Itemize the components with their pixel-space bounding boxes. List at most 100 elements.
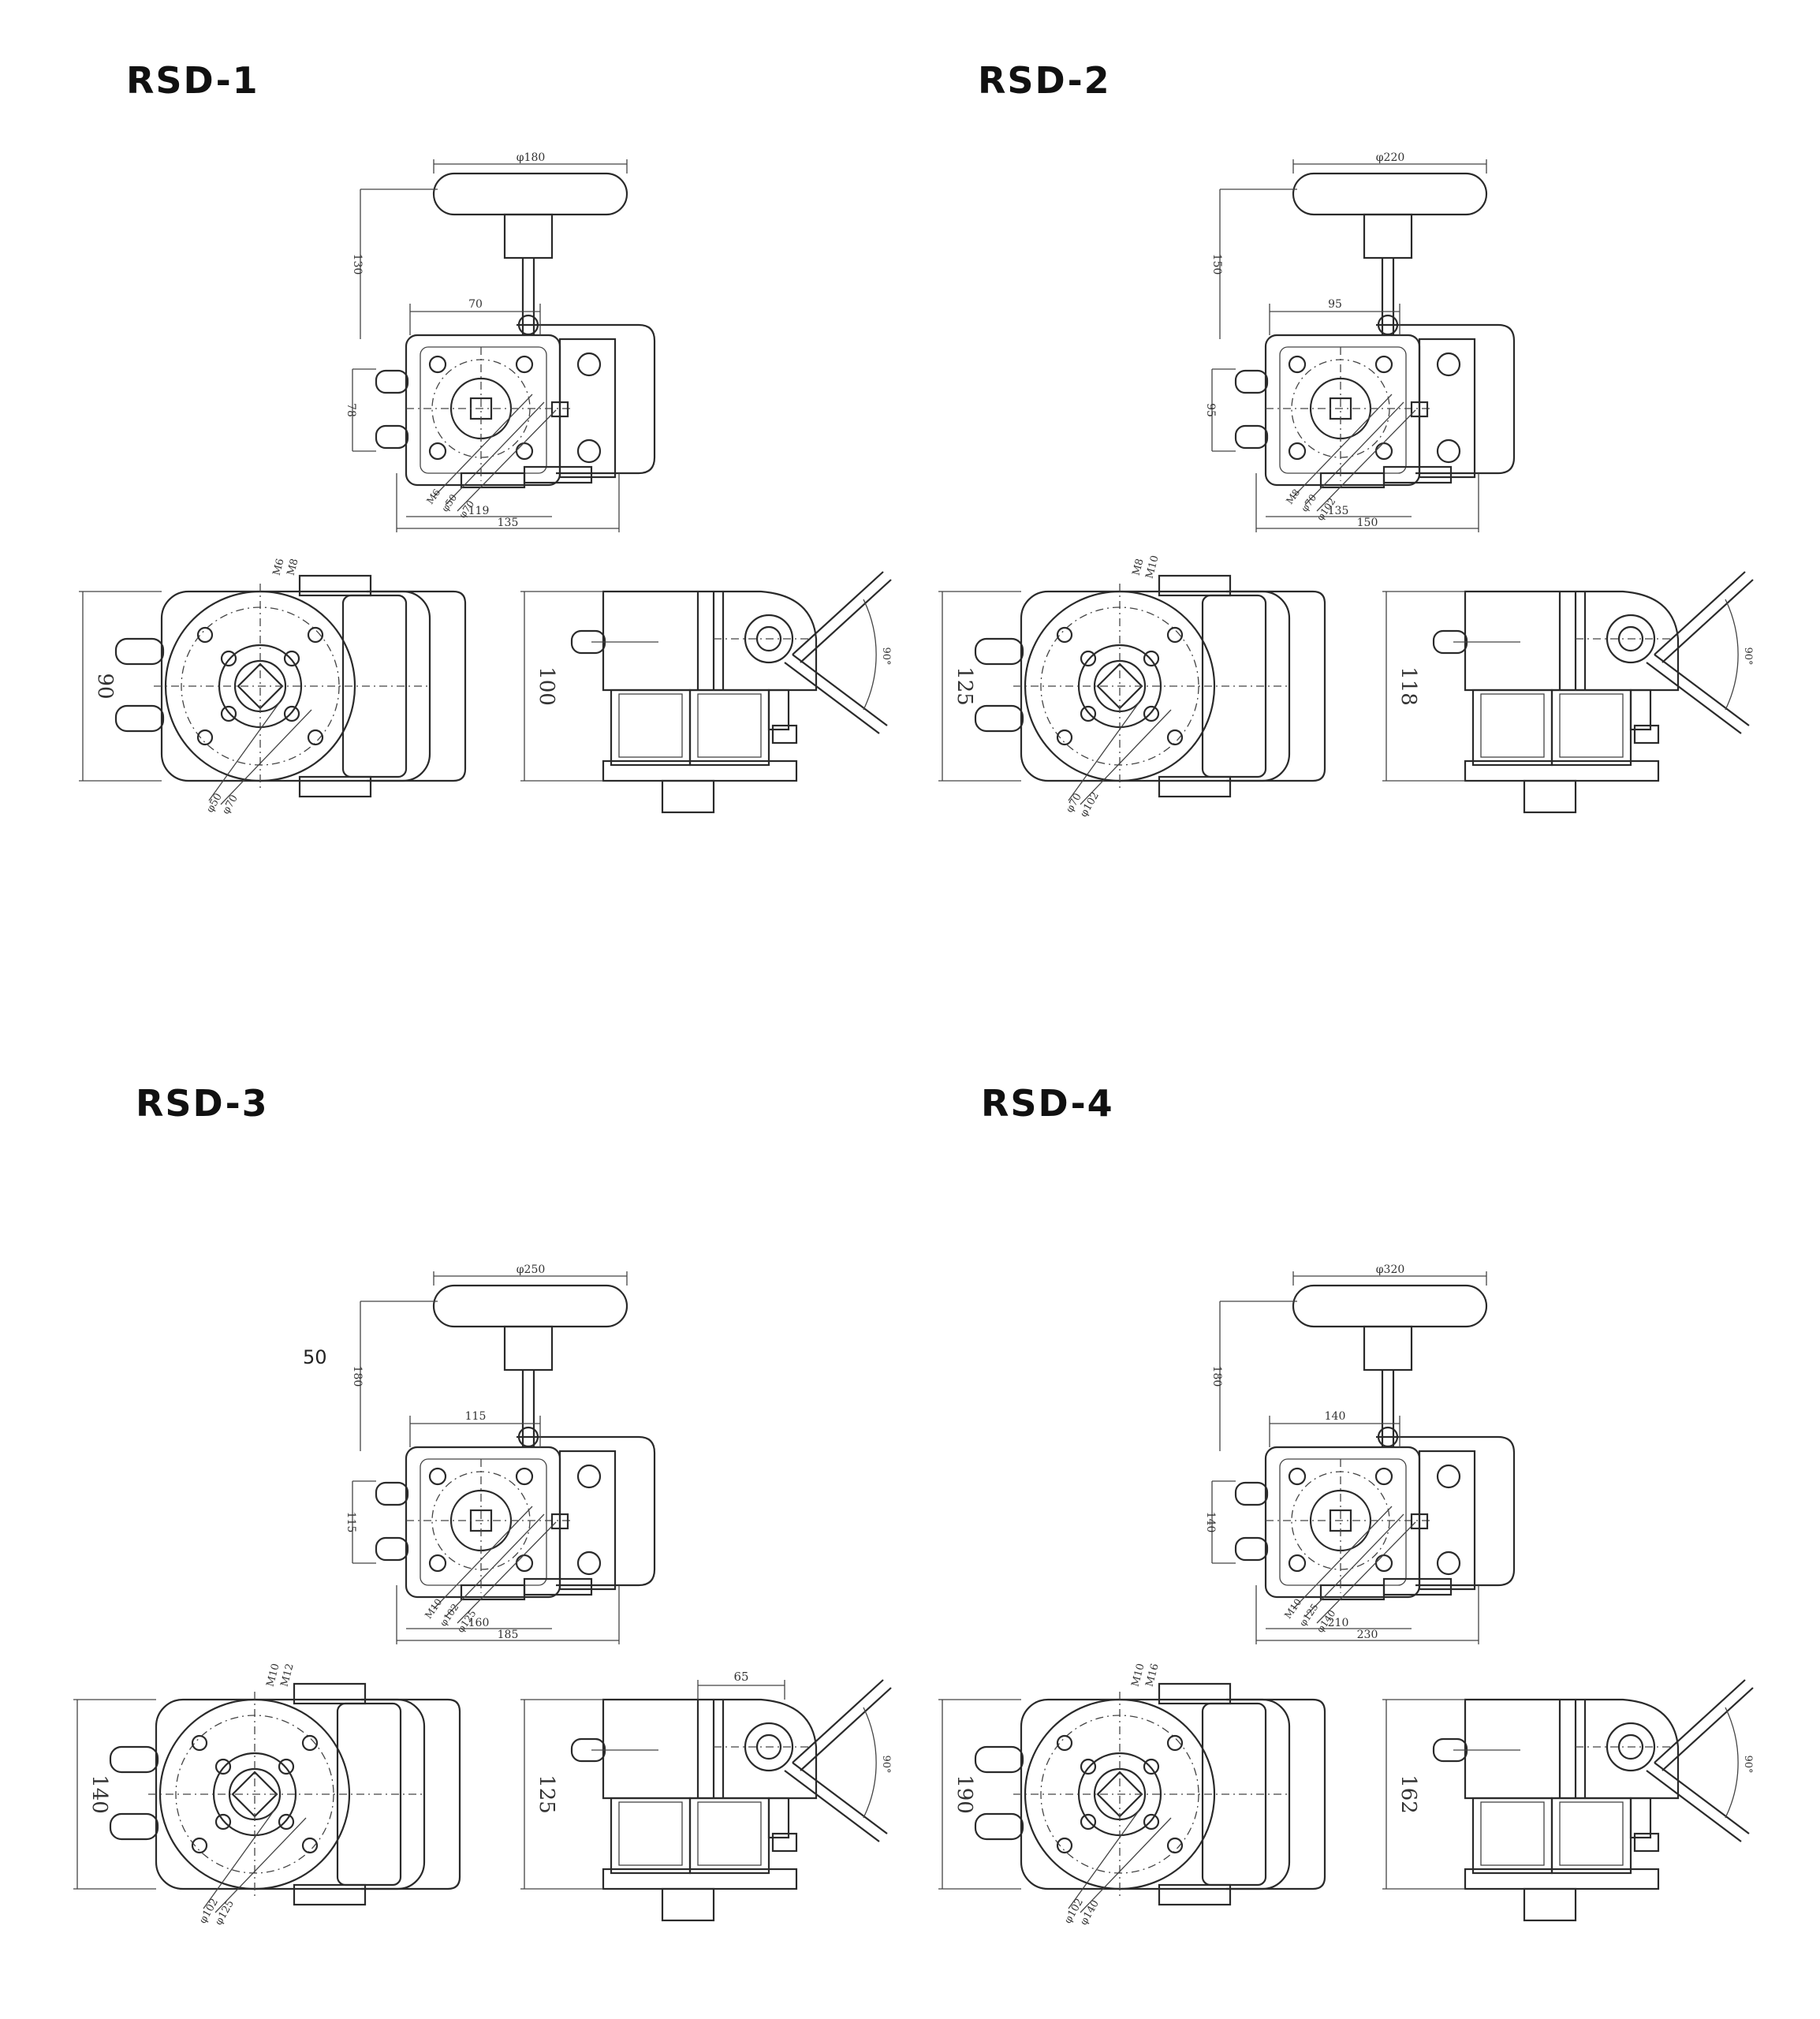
side-base — [1464, 759, 1660, 782]
label-front-height: 190 — [953, 1775, 976, 1814]
side-knob — [771, 1832, 798, 1853]
sensor-upper — [1234, 1481, 1269, 1506]
side-knob — [771, 724, 798, 745]
front-bolt-6 — [214, 1813, 232, 1831]
handwheel — [432, 1284, 628, 1328]
label-side-angle: 90° — [1742, 1755, 1754, 1773]
side-motor-right — [688, 689, 770, 767]
front-bolt-6 — [1080, 705, 1097, 722]
side-angle-arc — [1725, 1707, 1739, 1819]
side-motor-right — [1550, 689, 1632, 767]
label-front-m2: M16 — [1144, 1663, 1162, 1689]
bolt-hex-bottom — [1436, 439, 1461, 464]
label-side-angle: 90° — [880, 647, 892, 665]
label-side: 115 — [345, 1512, 357, 1533]
label-m2: φ50 — [439, 492, 459, 513]
side-motor-left — [1471, 1797, 1553, 1875]
label-m2: φ70 — [1299, 492, 1318, 513]
front-grip-top — [1158, 574, 1232, 597]
handle-bar — [540, 323, 656, 475]
front-bolt-5 — [1143, 1758, 1160, 1775]
bolt-hex-bottom — [1436, 1551, 1461, 1576]
front-bolt-4 — [1080, 1758, 1097, 1775]
front-bolt-3 — [307, 729, 324, 746]
sensor-upper — [1234, 369, 1269, 394]
front-bolt-4 — [214, 1758, 232, 1775]
handwheel — [1292, 1284, 1488, 1328]
title-rsd-4: RSD-4 — [981, 1082, 1114, 1125]
front-bolt-7 — [1143, 705, 1160, 722]
handwheel — [432, 172, 628, 216]
mount-plate — [558, 1450, 617, 1591]
side-shaft-outer — [1606, 614, 1656, 664]
label-width: 70 — [468, 298, 483, 311]
side-shaft-inner — [1617, 1734, 1644, 1760]
front-bolt-7 — [278, 1813, 295, 1831]
body-inner — [420, 1458, 547, 1586]
label-side-angle: 90° — [1742, 647, 1754, 665]
side-shaft-outer — [744, 1722, 794, 1772]
title-rsd-2: RSD-2 — [978, 59, 1111, 102]
sensor-lower — [375, 424, 409, 450]
label-wheel: φ320 — [1376, 1263, 1405, 1276]
front-bolt-2 — [1056, 729, 1073, 746]
label-width: 95 — [1328, 298, 1342, 311]
label-inner: 160 — [468, 1617, 490, 1629]
front-bolt-1 — [1166, 1734, 1184, 1752]
label-side: 140 — [1204, 1512, 1217, 1533]
front-bolt-6 — [1080, 1813, 1097, 1831]
front-sensor-lower — [974, 704, 1024, 733]
handle-bar — [540, 1435, 656, 1587]
mount-plate — [1418, 338, 1476, 479]
side-body — [1464, 1698, 1680, 1800]
label-front-m1: M6 — [271, 558, 287, 577]
body-inner — [1279, 1458, 1407, 1586]
label-side-angle: 90° — [880, 1755, 892, 1773]
front-bolt-2 — [1056, 1837, 1073, 1854]
label-side: 95 — [1204, 403, 1217, 417]
front-sensor-upper — [109, 1745, 159, 1774]
front-bolt-0 — [191, 1734, 208, 1752]
front-bolt-4 — [220, 650, 237, 667]
front-bolt-7 — [283, 705, 300, 722]
sensor-lower — [1234, 1536, 1269, 1562]
label-outer: 185 — [498, 1629, 519, 1641]
front-bolt-5 — [1143, 650, 1160, 667]
side-lever-a — [792, 1679, 884, 1763]
side-body — [1464, 590, 1680, 692]
handwheel — [1292, 172, 1488, 216]
label-front-height: 90 — [93, 673, 117, 699]
sensor-lower — [375, 1536, 409, 1562]
shaft-key — [1410, 1513, 1429, 1530]
front-sensor-lower — [114, 704, 165, 733]
front-grip-top — [293, 1682, 367, 1705]
drawing-rsd-4: φ320180140140210230M10φ125φ140190M10M16φ… — [938, 1263, 1754, 1928]
label-front-m1: M8 — [1131, 558, 1147, 577]
front-bolt-0 — [1056, 1734, 1073, 1752]
front-bolt-5 — [283, 650, 300, 667]
wheel-hub — [1363, 213, 1413, 259]
front-handle — [367, 590, 467, 782]
front-sensor-upper — [114, 637, 165, 666]
front-handle-block — [1201, 1702, 1267, 1887]
front-sensor-lower — [109, 1812, 159, 1841]
side-bracket — [1629, 689, 1652, 731]
label-inner: 135 — [1328, 505, 1349, 517]
bolt-hex-bottom — [576, 1551, 602, 1576]
drawing-rsd-2: φ2201509595135150M8φ70φ102125M8M10φ70φ10… — [938, 151, 1754, 819]
front-handle — [361, 1698, 461, 1890]
wheel-hub — [503, 213, 554, 259]
body-inner — [420, 346, 547, 474]
title-rsd-3: RSD-3 — [136, 1082, 269, 1125]
label-wheel: φ250 — [517, 1263, 546, 1276]
label-side-extra: 65 — [733, 1670, 748, 1684]
label-front-m2: M8 — [285, 558, 301, 577]
handle-grip — [523, 1577, 593, 1596]
front-bolt-3 — [301, 1837, 319, 1854]
sensor-upper — [375, 369, 409, 394]
